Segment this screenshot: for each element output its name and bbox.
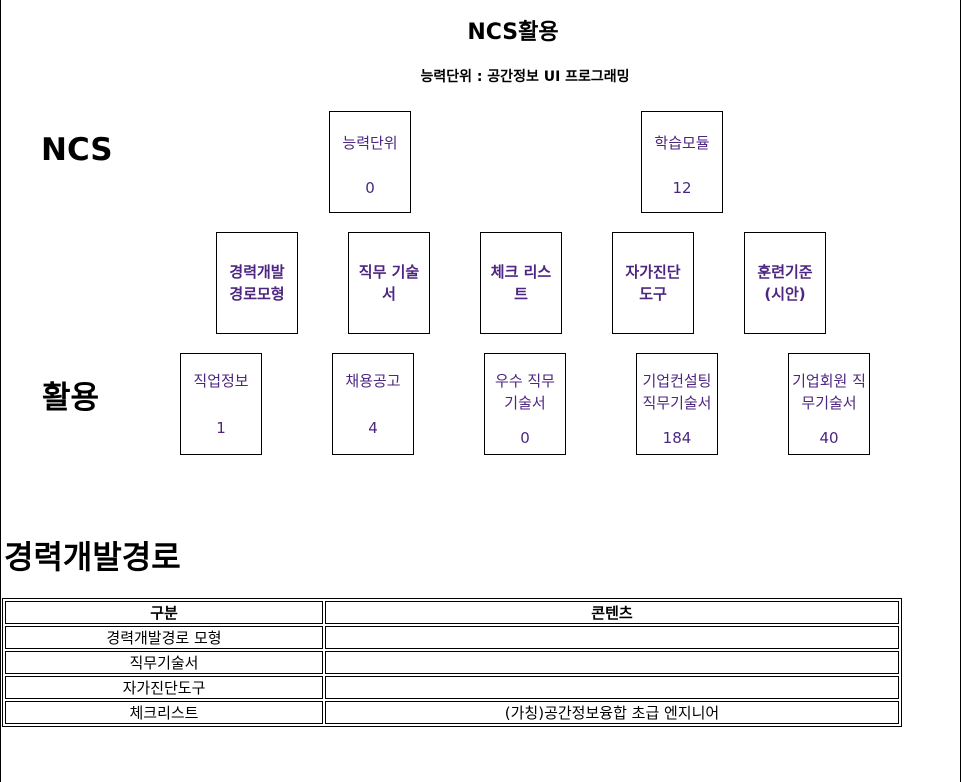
side-label-ncs: NCS	[41, 132, 113, 168]
usage-box-count: 4	[368, 419, 378, 437]
table-cell-contents	[325, 651, 899, 674]
mid-box-label: 경력개발 경로모형	[229, 263, 285, 303]
table-cell-contents	[325, 676, 899, 699]
page-title: NCS활용	[467, 20, 559, 45]
usage-box-excellent-job-description[interactable]: 우수 직무 기술서 0	[484, 353, 566, 455]
mid-box-job-description[interactable]: 직무 기술서	[348, 232, 430, 334]
table-header-row: 구분 콘텐츠	[5, 601, 899, 624]
usage-box-corporate-consulting[interactable]: 기업컨설팅 직무기술서 184	[636, 353, 718, 455]
table-cell-contents	[325, 626, 899, 649]
table-cell-category: 자가진단도구	[5, 676, 323, 699]
side-label-usage: 활용	[42, 380, 100, 416]
usage-box-job-postings[interactable]: 채용공고 4	[332, 353, 414, 455]
mid-box-label: 자가진단 도구	[625, 263, 681, 303]
ncs-box-label: 학습모듈	[654, 134, 710, 152]
ncs-box-count: 12	[672, 179, 692, 197]
table-row: 자가진단도구	[5, 676, 899, 699]
table-cell-category: 체크리스트	[5, 701, 323, 724]
usage-box-count: 40	[819, 429, 839, 447]
table-row: 직무기술서	[5, 651, 899, 674]
mid-box-checklist[interactable]: 체크 리스트	[480, 232, 562, 334]
usage-box-label: 직업정보	[193, 372, 249, 390]
section-title-career-path: 경력개발경로	[4, 538, 181, 576]
table-cell-category: 직무기술서	[5, 651, 323, 674]
mid-box-career-path-model[interactable]: 경력개발 경로모형	[216, 232, 298, 334]
usage-box-count: 184	[662, 429, 692, 447]
table-row: 체크리스트 (가칭)공간정보융합 초급 엔지니어	[5, 701, 899, 724]
mid-box-label: 체크 리스트	[490, 263, 552, 303]
ncs-box-learning-module[interactable]: 학습모듈 12	[641, 111, 723, 213]
mid-box-label: 직무 기술서	[358, 263, 420, 303]
table-row: 경력개발경로 모형	[5, 626, 899, 649]
usage-box-label: 우수 직무 기술서	[495, 372, 555, 412]
usage-box-count: 0	[520, 429, 530, 447]
usage-box-label: 기업회원 직무기술서	[792, 372, 866, 412]
column-header-category: 구분	[5, 601, 323, 624]
table-cell-contents: (가칭)공간정보융합 초급 엔지니어	[325, 701, 899, 724]
ncs-box-ability-unit[interactable]: 능력단위 0	[329, 111, 411, 213]
usage-box-corporate-member[interactable]: 기업회원 직무기술서 40	[788, 353, 870, 455]
mid-box-self-diagnosis-tool[interactable]: 자가진단 도구	[612, 232, 694, 334]
usage-box-count: 1	[216, 419, 226, 437]
mid-box-training-standard[interactable]: 훈련기준 (시안)	[744, 232, 826, 334]
ncs-box-count: 0	[365, 179, 375, 197]
ncs-box-label: 능력단위	[342, 134, 398, 152]
usage-box-label: 기업컨설팅 직무기술서	[642, 372, 712, 412]
career-path-table: 구분 콘텐츠 경력개발경로 모형 직무기술서 자가진단도구 체크리스트 (가칭)…	[2, 598, 902, 727]
mid-box-label: 훈련기준 (시안)	[757, 263, 813, 303]
usage-box-job-info[interactable]: 직업정보 1	[180, 353, 262, 455]
page-subtitle: 능력단위 : 공간정보 UI 프로그래밍	[420, 69, 630, 85]
usage-box-label: 채용공고	[345, 372, 401, 390]
table-cell-category: 경력개발경로 모형	[5, 626, 323, 649]
column-header-contents: 콘텐츠	[325, 601, 899, 624]
